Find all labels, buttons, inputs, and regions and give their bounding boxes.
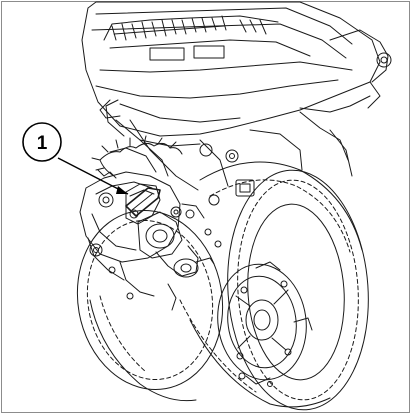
hopper-body xyxy=(81,1,392,147)
toothed-gear xyxy=(91,135,183,179)
rear-wheel xyxy=(179,161,369,411)
gauge-wheel xyxy=(76,209,224,402)
callout-leader-line xyxy=(57,157,129,195)
bolts xyxy=(108,228,273,387)
wheel-hub xyxy=(217,261,313,385)
support-linkage xyxy=(105,99,353,219)
callout-1: 1 xyxy=(22,122,129,195)
callout-circle xyxy=(22,122,62,162)
callout-number: 1 xyxy=(37,133,48,154)
callout-arrow-head xyxy=(116,186,128,194)
clamp-assembly xyxy=(79,171,215,311)
